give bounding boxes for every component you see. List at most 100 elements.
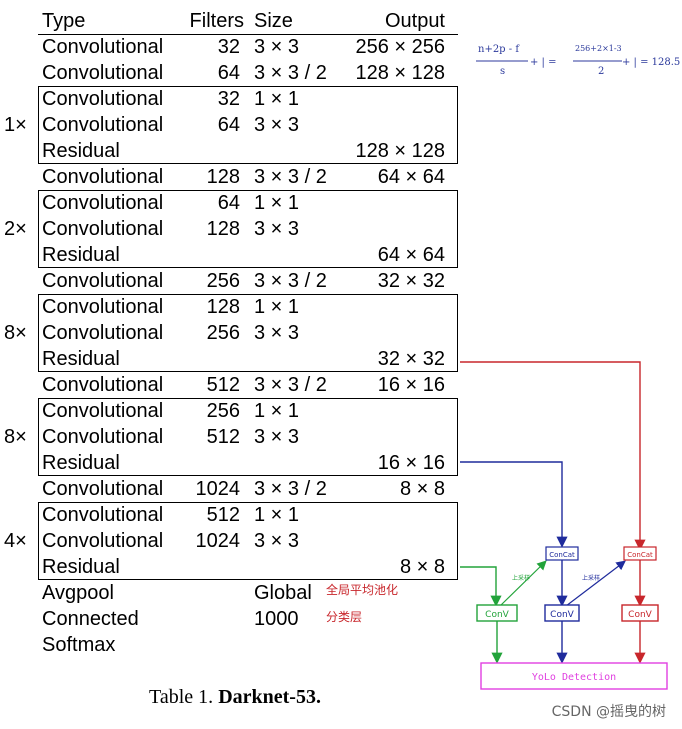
- cell-filters: 128: [206, 296, 240, 318]
- watermark: CSDN @摇曳的树: [551, 704, 666, 720]
- upsample-arrow-2: [565, 560, 626, 607]
- cell-size: 3 × 3: [254, 530, 300, 552]
- repeat-label: 1×: [4, 114, 27, 136]
- cell-type: Residual: [42, 140, 120, 162]
- cell-type: Convolutional: [42, 114, 164, 136]
- formula-plus-one: + | =: [530, 57, 557, 68]
- cell-output: 16 × 16: [377, 452, 445, 474]
- repeat-label: 2×: [4, 218, 27, 240]
- cell-filters: 64: [217, 114, 240, 136]
- repeat-label: 8×: [4, 426, 27, 448]
- cell-type: Residual: [42, 348, 120, 370]
- residual-block-3: [38, 294, 458, 372]
- cell-filters: 512: [206, 426, 240, 448]
- cell-size: 1 × 1: [254, 504, 300, 526]
- cell-type: Convolutional: [42, 478, 164, 500]
- cell-size: 1 × 1: [254, 88, 300, 110]
- cell-filters: 128: [206, 218, 240, 240]
- cell-output: 128 × 128: [355, 140, 445, 162]
- cell-output: 128 × 128: [355, 62, 445, 84]
- cell-type: Convolutional: [42, 426, 164, 448]
- concat-label-blue: ConCat: [549, 551, 575, 559]
- cell-type: Convolutional: [42, 322, 164, 344]
- cell-output: 64 × 64: [377, 166, 445, 188]
- cell-type: Convolutional: [42, 296, 164, 318]
- cell-size: 3 × 3: [254, 114, 300, 136]
- connected-note: 分类层: [326, 610, 363, 624]
- header-size: Size: [254, 10, 293, 32]
- cell-size: 3 × 3: [254, 36, 300, 58]
- cell-type: Convolutional: [42, 530, 164, 552]
- upsample-label-blue: 上采样: [582, 574, 600, 582]
- cell-type: Convolutional: [42, 400, 164, 422]
- cell-size: 1 × 1: [254, 400, 300, 422]
- cell-output: 8 × 8: [399, 556, 445, 578]
- cell-filters: 256: [206, 270, 240, 292]
- avgpool-note: 全局平均池化: [326, 583, 399, 597]
- cell-size: 1000: [254, 608, 299, 630]
- cell-type: Residual: [42, 244, 120, 266]
- residual-block-4: [38, 398, 458, 476]
- conv-label-blue: ConV: [550, 610, 574, 620]
- cell-type: Softmax: [42, 634, 116, 656]
- cell-type: Convolutional: [42, 88, 164, 110]
- conv-label-green: ConV: [485, 610, 509, 620]
- table-caption: Table 1. Darknet-53.: [149, 686, 321, 708]
- repeat-label: 8×: [4, 322, 27, 344]
- cell-size: 1 × 1: [254, 192, 300, 214]
- formula-left-denominator: s: [500, 66, 506, 77]
- cell-type: Convolutional: [42, 36, 164, 58]
- cell-output: 8 × 8: [399, 478, 445, 500]
- cell-output: 16 × 16: [377, 374, 445, 396]
- cell-type: Convolutional: [42, 166, 164, 188]
- cell-size: 3 × 3: [254, 426, 300, 448]
- concat-label-red: ConCat: [627, 551, 653, 559]
- cell-filters: 1024: [195, 530, 241, 552]
- cell-size: Global: [254, 582, 312, 604]
- yolo-detection-label: YoLo Detection: [532, 672, 616, 683]
- cell-filters: 128: [206, 166, 240, 188]
- header-output: Output: [384, 10, 445, 32]
- residual-block-1: [38, 86, 458, 164]
- cell-size: 3 × 3 / 2: [254, 270, 327, 292]
- cell-type: Convolutional: [42, 374, 164, 396]
- cell-filters: 256: [206, 322, 240, 344]
- cell-type: Convolutional: [42, 270, 164, 292]
- formula-right-numerator: 256+2×1-3: [575, 44, 622, 53]
- header-filters: Filters: [189, 10, 244, 32]
- upsample-arrow-1: [499, 560, 547, 607]
- cell-filters: 64: [217, 192, 240, 214]
- cell-filters: 512: [206, 504, 240, 526]
- cell-size: 3 × 3 / 2: [254, 374, 327, 396]
- cell-output: 64 × 64: [377, 244, 445, 266]
- cell-size: 3 × 3 / 2: [254, 478, 327, 500]
- cell-filters: 32: [217, 36, 240, 58]
- formula-right-denominator: 2: [598, 66, 605, 77]
- cell-filters: 1024: [195, 478, 241, 500]
- cell-type: Connected: [42, 608, 139, 630]
- repeat-label: 4×: [4, 530, 27, 552]
- cell-output: 256 × 256: [355, 36, 445, 58]
- formula-result: + | = 128.5: [622, 57, 681, 68]
- cell-size: 3 × 3: [254, 322, 300, 344]
- cell-type: Residual: [42, 452, 120, 474]
- cell-size: 3 × 3: [254, 218, 300, 240]
- route-16x16-arrow: [460, 461, 568, 548]
- cell-type: Convolutional: [42, 504, 164, 526]
- residual-block-5: [38, 502, 458, 580]
- formula-left-numerator: n+2p - f: [478, 44, 520, 55]
- route-8x8-arrow: [460, 566, 502, 607]
- conv-label-red: ConV: [628, 610, 652, 620]
- cell-filters: 256: [206, 400, 240, 422]
- cell-type: Residual: [42, 556, 120, 578]
- cell-size: 1 × 1: [254, 296, 300, 318]
- cell-type: Convolutional: [42, 192, 164, 214]
- cell-size: 3 × 3 / 2: [254, 62, 327, 84]
- cell-size: 3 × 3 / 2: [254, 166, 327, 188]
- cell-type: Convolutional: [42, 218, 164, 240]
- cell-filters: 32: [217, 88, 240, 110]
- cell-type: Avgpool: [42, 582, 114, 604]
- yolo-detection-box: [480, 662, 668, 690]
- upsample-label-green: 上采样: [512, 574, 530, 582]
